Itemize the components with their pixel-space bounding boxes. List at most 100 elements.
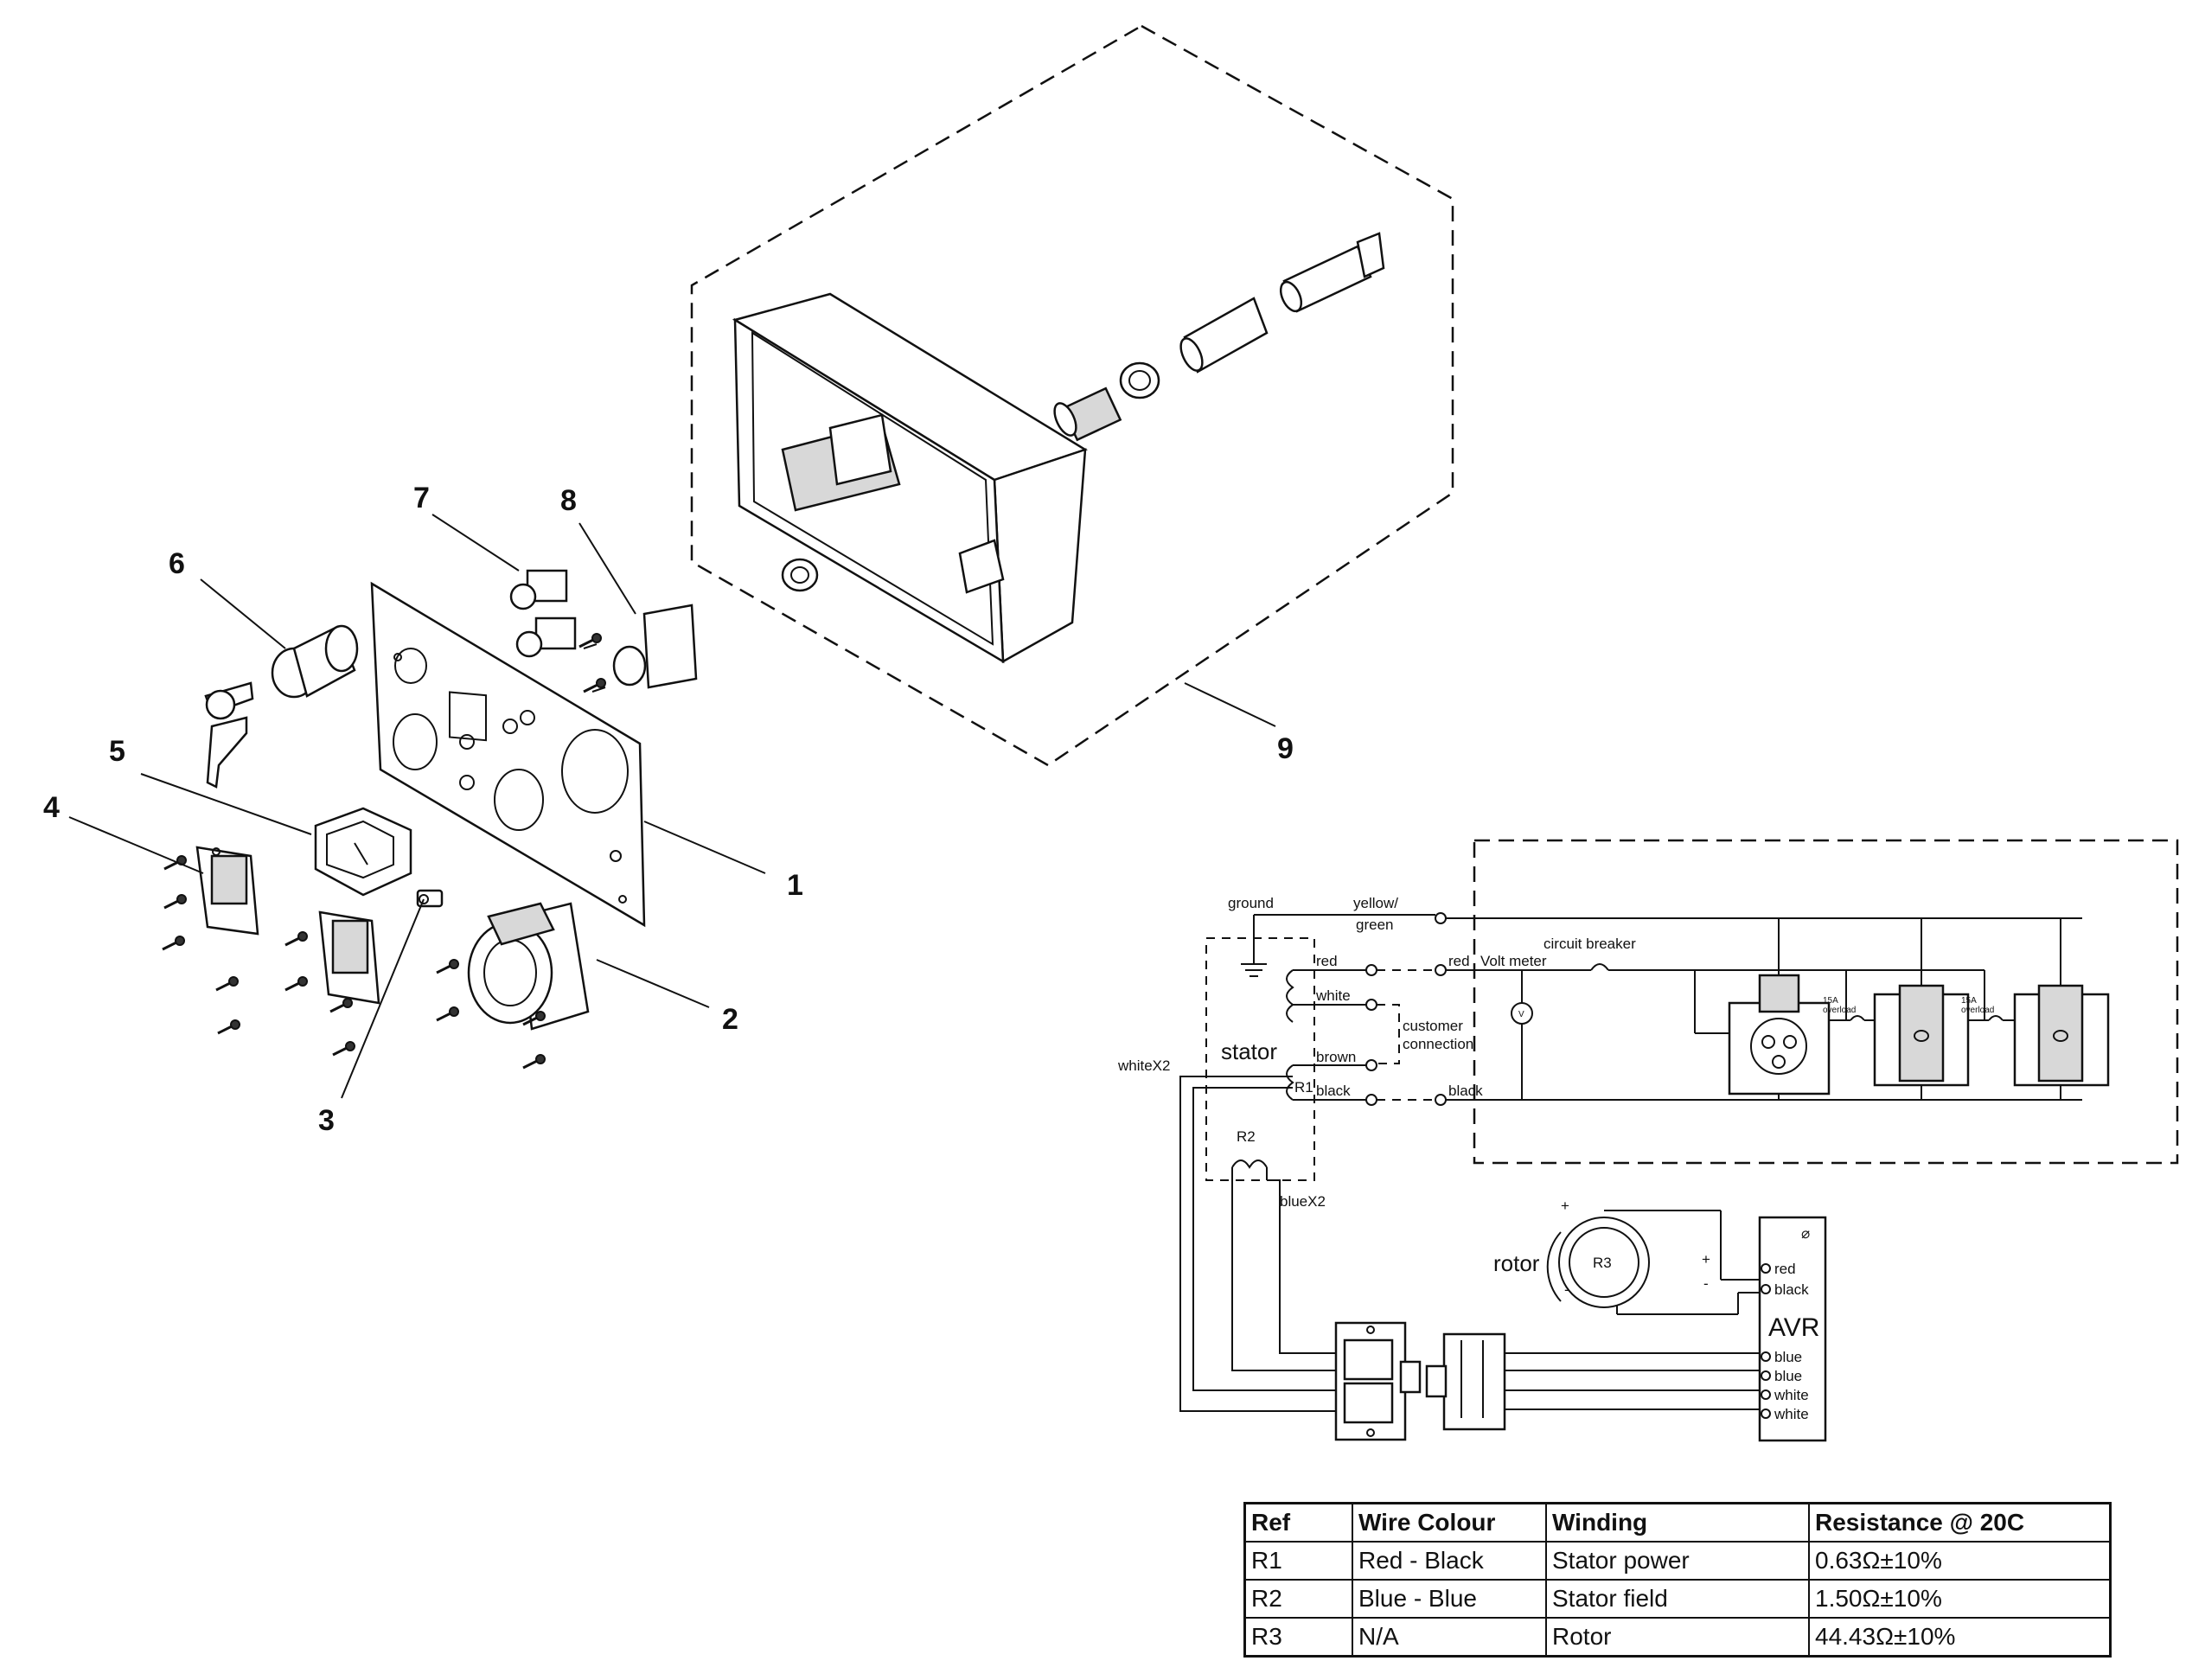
rotor-symbol [1546,1210,1760,1315]
stator-coil [1286,969,1366,1023]
terminal-brown [1365,1059,1377,1071]
callout-7: 7 [413,482,430,514]
terminal-ground [1435,912,1447,924]
volt-meter-part [314,807,412,897]
cell-winding: Rotor [1545,1617,1810,1658]
ground-symbol [1241,914,1435,977]
label-v-symbol: V [1518,1010,1524,1019]
label-black-right: black [1448,1083,1483,1099]
label-overload-1b: overload [1823,1006,1856,1015]
label-r2: R2 [1237,1128,1256,1145]
label-avr-red: red [1774,1261,1796,1277]
label-avr-black: black [1774,1281,1809,1298]
harness-wires [1179,1076,1345,1412]
exploded-parts-view: 7 8 6 5 4 1 2 3 9 [43,24,1454,1137]
label-customer-2: connection [1403,1036,1473,1052]
label-stator: stator [1221,1038,1277,1064]
front-panel-plate [370,581,646,928]
stator-enclosure-outline [1205,937,1315,1181]
leader-lines [68,514,1276,1099]
outlet-industrial [1728,974,1831,1096]
callout-4: 4 [43,791,60,824]
table-row: R2 Blue - Blue Stator field 1.50Ω±10% [1243,1579,2112,1619]
callout-1: 1 [787,869,803,902]
label-avr-blue-1: blue [1774,1349,1802,1365]
key-switch [204,624,359,789]
connector-plug-left [1334,1321,1422,1441]
header-wire-colour: Wire Colour [1352,1502,1547,1543]
label-circuit-breaker: circuit breaker [1544,936,1636,952]
terminal-red-out [1435,964,1447,976]
label-avr-white-2: white [1774,1406,1809,1422]
cell-resistance: 44.43Ω±10% [1808,1617,2112,1658]
label-rotor-plus: + [1561,1198,1569,1214]
socket-outlet-middle [318,910,380,1005]
label-rotor-minus: - [1564,1281,1569,1298]
cell-resistance: 0.63Ω±10% [1808,1541,2112,1581]
header-resistance: Resistance @ 20C [1808,1502,2112,1543]
callout-5: 5 [109,735,125,768]
label-volt-meter: Volt meter [1480,953,1547,969]
table-header-row: Ref Wire Colour Winding Resistance @ 20C [1243,1502,2112,1543]
label-overload-1a: 15A [1823,996,1838,1006]
outlet-schuko-1 [1873,984,1970,1087]
label-white-x2: whiteX2 [1117,1057,1170,1074]
winding-resistance-table: Ref Wire Colour Winding Resistance @ 20C… [1243,1502,2112,1658]
cell-winding: Stator field [1545,1579,1810,1619]
table-row: R1 Red - Black Stator power 0.63Ω±10% [1243,1541,2112,1581]
callout-3: 3 [318,1104,335,1137]
label-blue-x2: blueX2 [1280,1193,1326,1210]
label-avr: AVR [1768,1313,1819,1342]
outlet-schuko-2 [2013,984,2110,1087]
avr-wires [1505,1352,1760,1410]
label-red-left: red [1316,953,1338,969]
label-red-right: red [1448,953,1470,969]
r2-coil [1231,1159,1268,1180]
label-rotor: rotor [1493,1250,1540,1276]
label-avr-minus: - [1703,1275,1709,1292]
label-avr-blue-2: blue [1774,1368,1802,1384]
control-box-housing [732,292,1088,664]
label-r3: R3 [1593,1255,1612,1271]
label-r1: R1 [1294,1079,1313,1096]
table-row: R3 N/A Rotor 44.43Ω±10% [1243,1617,2112,1658]
terminal-black-out [1435,1094,1447,1106]
header-winding: Winding [1545,1502,1810,1543]
terminal-white [1365,999,1377,1011]
customer-bracket [1377,1004,1400,1064]
label-yellow-green-2: green [1356,917,1393,933]
label-ground: ground [1228,895,1274,911]
label-yellow-green-1: yellow/ [1353,895,1398,911]
label-black-left: black [1316,1083,1351,1099]
enclosure-dashed-outline [690,24,1454,767]
connector-plug-right [1425,1332,1506,1431]
avr-module [1758,1216,1827,1442]
cell-wire-colour: Red - Black [1352,1541,1547,1581]
label-overload-2b: overload [1961,1006,1994,1015]
label-white: white [1315,987,1351,1004]
callout-2: 2 [722,1003,738,1036]
callout-9: 9 [1277,732,1294,765]
small-connector [416,889,444,908]
terminal-red [1365,964,1377,976]
wiring-diagram: ground yellow/ green red white red Volt … [1117,839,2179,1442]
callout-6: 6 [169,547,185,580]
circuit-breaker-part [583,604,698,693]
label-brown: brown [1316,1049,1356,1065]
label-customer-1: customer [1403,1018,1463,1034]
rocker-switches [509,569,577,658]
cell-ref: R2 [1243,1579,1353,1619]
outlet-enclosure-outline [1473,839,2179,1165]
label-avr-plus: + [1702,1251,1710,1268]
cell-wire-colour: Blue - Blue [1352,1579,1547,1619]
label-avr-symbol: ⌀ [1801,1225,1810,1242]
label-overload-2a: 15A [1961,996,1977,1006]
cell-ref: R1 [1243,1541,1353,1581]
screws [162,633,606,1070]
callout-8: 8 [560,484,577,517]
cell-winding: Stator power [1545,1541,1810,1581]
terminal-black [1365,1094,1377,1106]
cell-ref: R3 [1243,1617,1353,1658]
